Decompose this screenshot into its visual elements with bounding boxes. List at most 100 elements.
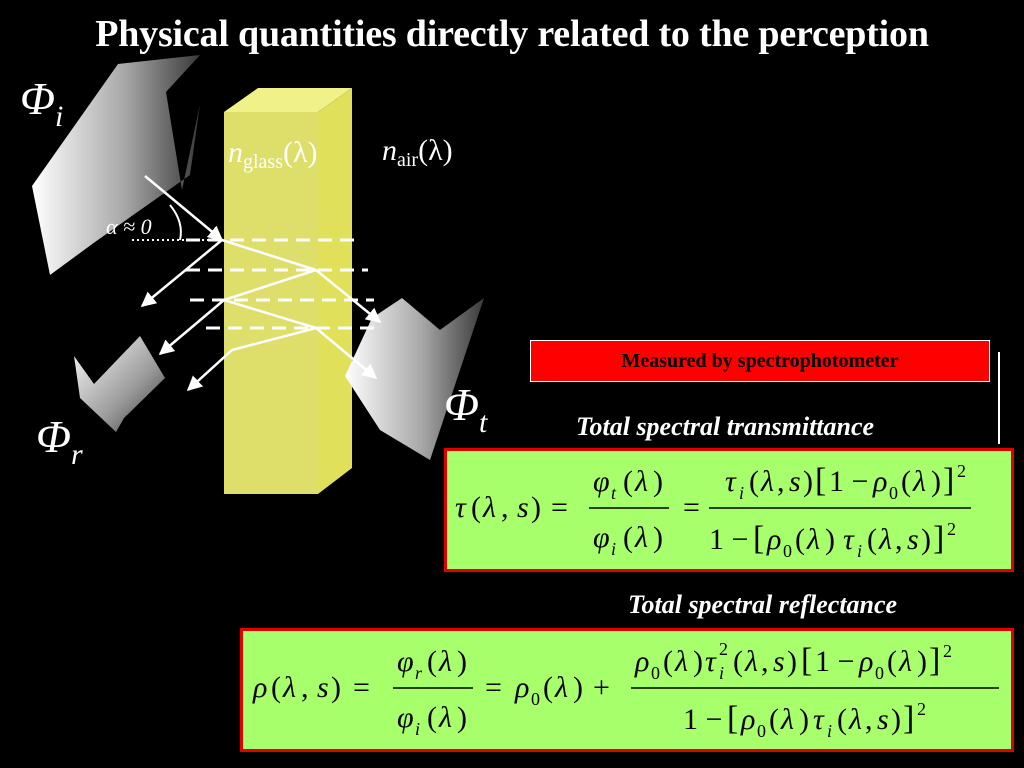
svg-text:]: ] <box>929 642 940 679</box>
svg-text:s: s <box>317 671 329 704</box>
svg-text:1 −: 1 − <box>829 465 868 498</box>
svg-text:,: , <box>777 465 785 498</box>
svg-text:): ) <box>653 465 663 498</box>
svg-text:λ: λ <box>674 645 688 678</box>
svg-text:(: ( <box>837 703 847 736</box>
svg-text:λ: λ <box>780 703 794 736</box>
svg-text:): ) <box>799 703 809 736</box>
svg-text:i: i <box>611 539 616 559</box>
svg-text:0: 0 <box>889 483 898 503</box>
svg-text:,: , <box>301 671 309 704</box>
svg-text:]: ] <box>903 700 914 737</box>
svg-text:=: = <box>353 671 370 704</box>
svg-text:λ: λ <box>760 465 774 498</box>
svg-text:(: ( <box>427 645 437 678</box>
svg-text:1 −: 1 − <box>683 703 722 736</box>
svg-text:i: i <box>719 663 724 683</box>
svg-text:φ: φ <box>397 645 414 678</box>
svg-text:,: , <box>501 491 509 524</box>
svg-text:i: i <box>857 541 862 561</box>
svg-text:): ) <box>331 671 341 704</box>
svg-text:i: i <box>827 721 832 741</box>
svg-text:(: ( <box>427 701 437 734</box>
svg-text:): ) <box>803 465 813 498</box>
svg-text:(: ( <box>795 523 805 556</box>
svg-text:[: [ <box>753 520 764 557</box>
alpha-label: α ≈ 0 <box>106 214 152 239</box>
svg-text:τ: τ <box>843 523 855 556</box>
svg-text:): ) <box>787 645 797 678</box>
n-air-label: nair(λ) <box>382 134 453 171</box>
svg-text:λ: λ <box>912 465 926 498</box>
svg-text:): ) <box>921 523 931 556</box>
svg-text:i: i <box>739 483 744 503</box>
svg-text:τ: τ <box>725 465 737 498</box>
phi-r-label: Φr <box>36 411 83 471</box>
svg-text:): ) <box>457 645 467 678</box>
svg-text:): ) <box>457 701 467 734</box>
svg-text:]: ] <box>933 520 944 557</box>
svg-text:r: r <box>415 663 423 683</box>
svg-text:2: 2 <box>947 519 956 539</box>
svg-text:(: ( <box>887 645 897 678</box>
svg-text:λ: λ <box>878 523 892 556</box>
svg-text:(: ( <box>623 521 633 554</box>
svg-text:(: ( <box>663 645 673 678</box>
svg-text:φ: φ <box>593 465 610 498</box>
svg-text:τ: τ <box>705 645 717 678</box>
svg-text:ρ: ρ <box>766 523 781 556</box>
svg-text:): ) <box>825 523 835 556</box>
svg-text:1 −: 1 − <box>709 523 748 556</box>
svg-text:(: ( <box>867 523 877 556</box>
svg-text:): ) <box>891 703 901 736</box>
svg-text:λ: λ <box>848 703 862 736</box>
svg-text:ρ: ρ <box>252 671 267 704</box>
svg-text:λ: λ <box>634 521 648 554</box>
svg-text:ρ: ρ <box>514 671 529 704</box>
svg-text:(: ( <box>471 491 481 524</box>
svg-text:φ: φ <box>593 521 610 554</box>
svg-text:i: i <box>415 719 420 739</box>
svg-text:λ: λ <box>282 671 296 704</box>
page-title: Physical quantities directly related to … <box>95 13 929 55</box>
svg-text:[: [ <box>801 642 812 679</box>
svg-text:=: = <box>683 491 700 524</box>
svg-text:(: ( <box>623 465 633 498</box>
glass-side <box>318 88 352 494</box>
svg-text:[: [ <box>815 462 826 499</box>
n-glass-label: nglass(λ) <box>228 136 318 173</box>
glass-top <box>224 88 352 112</box>
svg-text:λ: λ <box>482 491 496 524</box>
svg-text:): ) <box>531 491 541 524</box>
svg-text:t: t <box>611 483 617 503</box>
svg-text:(: ( <box>543 671 553 704</box>
svg-text:1 −: 1 − <box>815 645 854 678</box>
svg-text:s: s <box>907 523 919 556</box>
svg-text:λ: λ <box>438 701 452 734</box>
svg-text:(: ( <box>901 465 911 498</box>
glass-slab <box>224 112 318 494</box>
svg-text:): ) <box>917 645 927 678</box>
svg-text:λ: λ <box>634 465 648 498</box>
rays <box>140 175 382 392</box>
svg-text:ρ: ρ <box>740 703 755 736</box>
svg-text:0: 0 <box>757 721 766 741</box>
svg-text:2: 2 <box>957 461 966 481</box>
svg-text:s: s <box>517 491 529 524</box>
svg-text:λ: λ <box>744 645 758 678</box>
reflect-detector <box>74 336 165 432</box>
spectrophotometer-banner: Measured by spectrophotometer <box>530 340 990 382</box>
svg-text:(: ( <box>733 645 743 678</box>
transmit-detector <box>345 298 484 460</box>
svg-text:s: s <box>789 465 801 498</box>
svg-text:φ: φ <box>397 701 414 734</box>
svg-text:λ: λ <box>806 523 820 556</box>
svg-text:0: 0 <box>651 663 660 683</box>
svg-text:,: , <box>895 523 903 556</box>
phi-i-label: Φi <box>20 73 64 133</box>
svg-text:=: = <box>485 671 502 704</box>
svg-text:+: + <box>593 671 610 704</box>
svg-text:τ: τ <box>813 703 825 736</box>
svg-text:(: ( <box>271 671 281 704</box>
